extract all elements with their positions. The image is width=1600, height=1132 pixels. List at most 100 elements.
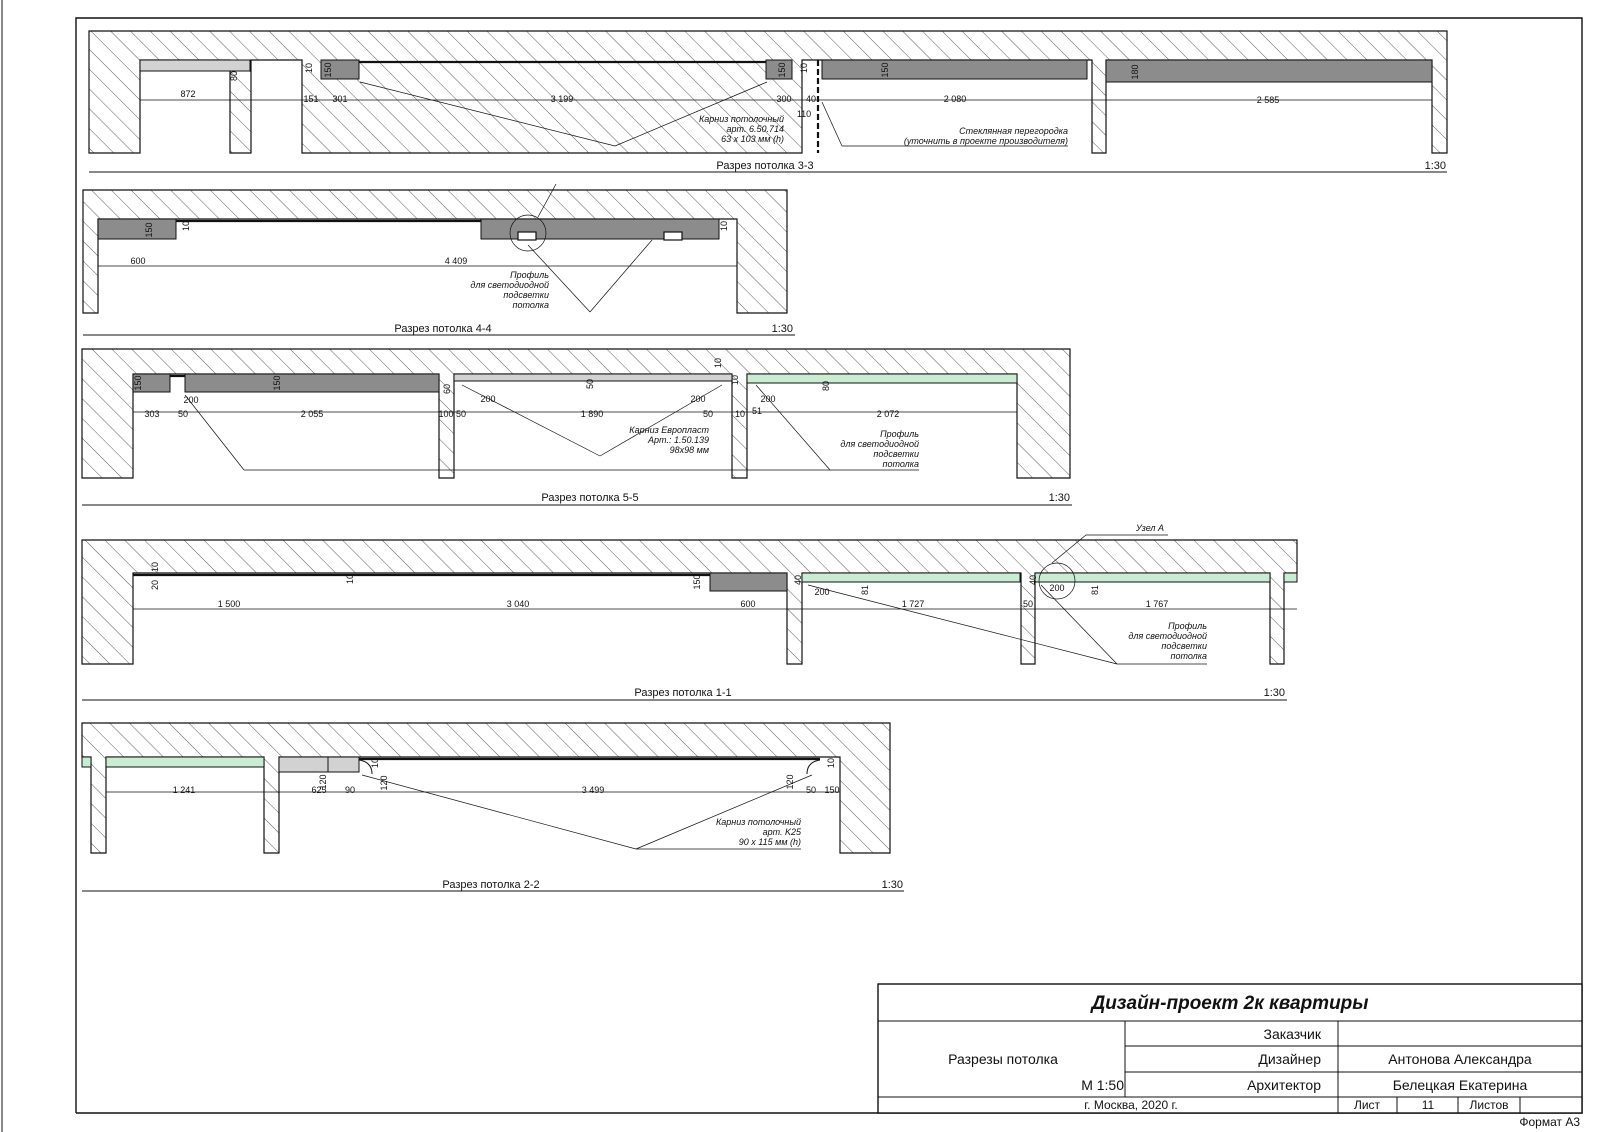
dim-5-5-8: 50 (585, 379, 595, 389)
section-2-2: 1 241 120 10 625 90 120 3 499 120 10 50 … (81, 722, 904, 892)
section-1-1: Узел А 20 10 1 500 10 3 040 150 600 40 2… (81, 523, 1298, 701)
sheet-name: Разрезы потолка (948, 1051, 1058, 1067)
dim-3-3-8: 150 (777, 62, 787, 77)
sheets-label: Листов (1470, 1098, 1509, 1112)
dim-5-5-21: 2 072 (877, 409, 900, 419)
sheet-label: Лист (1354, 1098, 1381, 1112)
designer-name: Антонова Александра (1388, 1051, 1532, 1067)
leader-5-5-d (755, 384, 831, 471)
detail-circle-4-4 (509, 214, 547, 252)
dim-3-3-7: 3 199 (551, 94, 574, 104)
note-5-5-profile-2: для светодиодной (840, 439, 919, 449)
section-3-3: 872 80 151 301 10 150 3 199 150 300 40 1… (88, 30, 1448, 173)
box-3-3-a (320, 59, 360, 80)
box-2-2-a (81, 756, 92, 768)
dim-5-5-13: 200 (690, 394, 705, 404)
cornice-2-2-left (358, 759, 373, 775)
leader-1-1-a (807, 584, 1118, 665)
note-3-3-cornice-3: 63 x 103 мм (h) (721, 134, 784, 144)
note-3-3-cornice-2: арт. 6.50.714 (727, 124, 784, 134)
leader-5-5-c (599, 384, 723, 457)
leader-1-1-b (1040, 584, 1118, 665)
dim-4-4-5: 10 (719, 221, 729, 231)
dim-2-2-2: 120 (318, 774, 328, 789)
beam-3-3-a (139, 59, 251, 72)
dim-3-3-14: 2 080 (944, 94, 967, 104)
dim-1-1-6: 150 (692, 574, 702, 589)
box-1-1-c (1034, 572, 1271, 583)
dim-5-5-4: 303 (144, 409, 159, 419)
wall-5-5 (81, 348, 1071, 479)
node-a-pointer (1051, 534, 1168, 564)
sheet-number: 11 (1422, 1098, 1435, 1112)
leader-3-3-b (614, 81, 768, 147)
box-1-1-b (801, 572, 1021, 583)
note-2-2-1: Карниз потолочный (716, 817, 801, 827)
project-title: Дизайн-проект 2к квартиры (1089, 993, 1368, 1014)
dim-3-3-2: 80 (229, 71, 239, 81)
dim-2-2-10: 50 (806, 785, 816, 795)
dim-1-1-8: 40 (793, 575, 803, 585)
note-5-5-profile-3: подсветки (873, 449, 919, 459)
section-scale-4-4: 1:30 (772, 323, 793, 335)
profile-4-4-b (663, 231, 683, 241)
dim-1-1-16: 1 767 (1146, 599, 1169, 609)
node-a-label: Узел А (1135, 523, 1164, 533)
dim-1-1-5: 3 040 (507, 599, 530, 609)
wall-4-4 (82, 189, 788, 314)
detail-pointer-4-4 (537, 183, 557, 218)
dim-5-5-20: 80 (821, 381, 831, 391)
wall-1-1 (81, 539, 1298, 665)
note-1-1-3: подсветки (1161, 641, 1207, 651)
dim-1-1-15: 81 (1090, 585, 1100, 595)
note-5-5-profile-4: потолка (883, 459, 920, 469)
dim-3-3-15: 180 (1130, 64, 1140, 79)
box-1-1-a (709, 572, 788, 592)
box-3-3-b (765, 59, 793, 80)
sheet-scale: М 1:50 (1081, 1077, 1124, 1093)
dim-4-4-4: 4 409 (445, 256, 468, 266)
box-4-4-b (480, 218, 720, 240)
leader-2-2-a (361, 774, 637, 850)
dim-5-5-19: 51 (752, 406, 762, 416)
box-5-5-d (746, 373, 1018, 384)
leader-3-3-c (821, 101, 843, 147)
title-block-frame (877, 983, 1583, 1114)
dim-2-2-5: 90 (345, 785, 355, 795)
dim-2-2-6: 120 (379, 775, 389, 790)
note-4-4-4: потолка (513, 300, 550, 310)
dim-1-1-12: 50 (1023, 599, 1033, 609)
leader-4-4-b (589, 239, 653, 313)
dim-3-3-9: 300 (776, 94, 791, 104)
dim-5-5-11: 50 (456, 409, 466, 419)
dim-3-3-11: 10 (799, 63, 809, 73)
dim-2-2-4: 625 (311, 785, 326, 795)
section-scale-1-1: 1:30 (1264, 687, 1285, 699)
note-4-4-2: для светодиодной (470, 280, 549, 290)
box-2-2-b (105, 756, 265, 768)
dim-5-5-3: 200 (183, 395, 198, 405)
dim-4-4-2: 10 (181, 221, 191, 231)
dim-1-1-11: 1 727 (902, 599, 925, 609)
dim-3-3-6: 150 (323, 62, 333, 77)
box-3-3-c (821, 59, 1088, 80)
profile-4-4-a (517, 231, 537, 241)
dim-1-1-7: 600 (740, 599, 755, 609)
dim-3-3-10: 40 (806, 94, 816, 104)
dim-3-3-1: 872 (180, 89, 195, 99)
note-2-2-2: арт. K25 (763, 827, 802, 837)
dim-1-1-9: 200 (814, 587, 829, 597)
box-1-1-d (1283, 572, 1298, 583)
note-3-3-cornice-1: Карниз потолочный (699, 114, 784, 124)
section-title-4-4: Разрез потолка 4-4 (394, 323, 491, 335)
architect-label: Архитектор (1247, 1077, 1321, 1093)
dim-5-5-14: 10 (713, 358, 723, 368)
dim-5-5-7: 60 (442, 384, 452, 394)
dim-5-5-9: 200 (480, 394, 495, 404)
note-4-4-3: подсветки (503, 290, 549, 300)
dim-1-1-1: 20 (150, 580, 160, 590)
dim-3-3-13: 150 (880, 62, 890, 77)
dim-5-5-1: 150 (133, 375, 143, 390)
dim-4-4-1: 150 (144, 222, 154, 237)
